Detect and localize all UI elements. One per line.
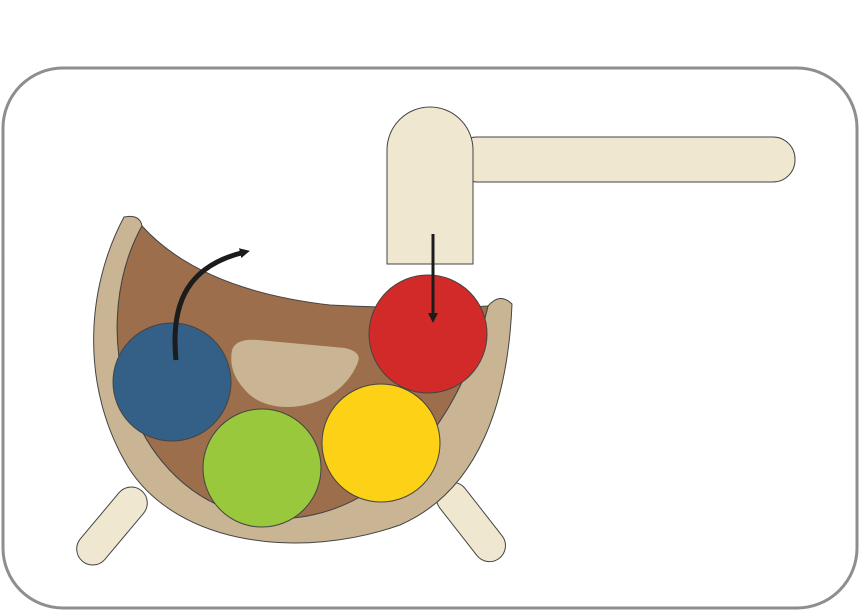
arrows — [172, 234, 438, 361]
yellow-ball — [321, 383, 441, 503]
blue-ball — [112, 322, 232, 442]
hammer-head — [386, 106, 474, 265]
left-leg — [76, 486, 148, 566]
green-ball — [202, 408, 322, 528]
bowl-legs — [76, 481, 506, 566]
hammer — [386, 106, 796, 265]
hammer-handle — [454, 136, 796, 183]
balls — [112, 274, 488, 528]
bowl-center-bump — [231, 339, 359, 407]
curved-arrow — [172, 248, 250, 361]
red-ball — [368, 274, 488, 394]
